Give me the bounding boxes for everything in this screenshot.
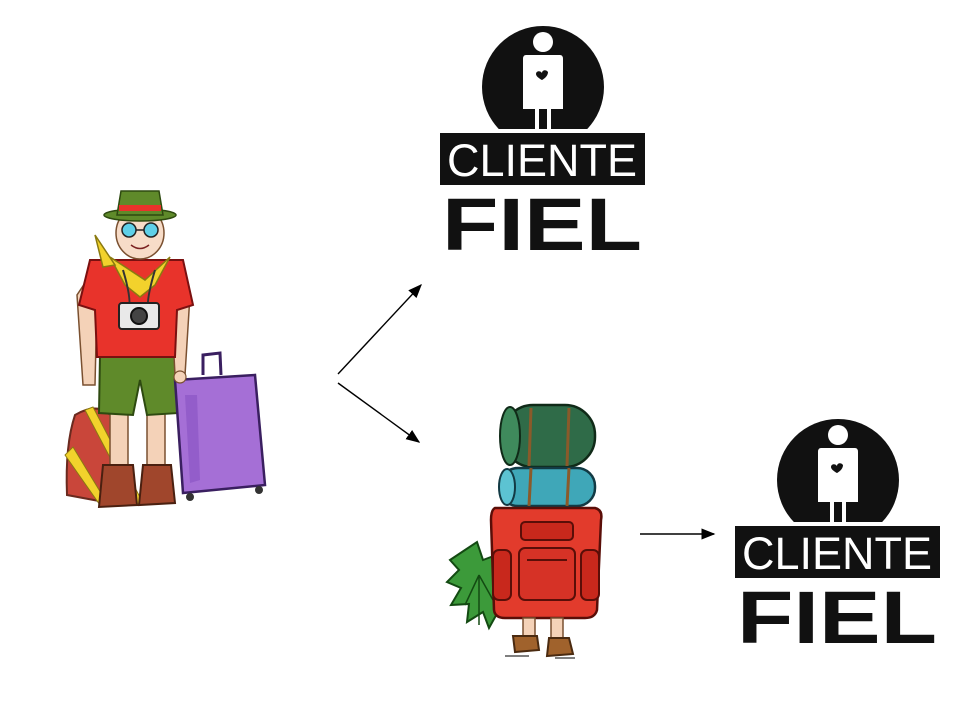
tourist-icon bbox=[64, 190, 267, 509]
cliente-fiel-logo-icon: CLIENTE FIEL bbox=[440, 26, 645, 266]
cliente-fiel-logo-top: CLIENTE FIEL bbox=[440, 25, 645, 266]
tourist-illustration bbox=[55, 185, 300, 515]
cliente-fiel-logo-bottom: CLIENTE FIEL bbox=[735, 418, 940, 659]
logo-top-line2: FIEL bbox=[442, 183, 642, 266]
backpacker-icon bbox=[445, 403, 603, 659]
cliente-fiel-logo-icon: CLIENTE FIEL bbox=[735, 419, 940, 659]
backpacker-illustration bbox=[445, 400, 605, 662]
arrow-tourist-to-backpacker bbox=[337, 382, 421, 443]
logo-top-line1: CLIENTE bbox=[447, 135, 637, 186]
logo-bottom-line2: FIEL bbox=[737, 576, 937, 659]
arrow-tourist-to-logo-top bbox=[337, 283, 422, 375]
logo-bottom-line1: CLIENTE bbox=[742, 528, 932, 579]
